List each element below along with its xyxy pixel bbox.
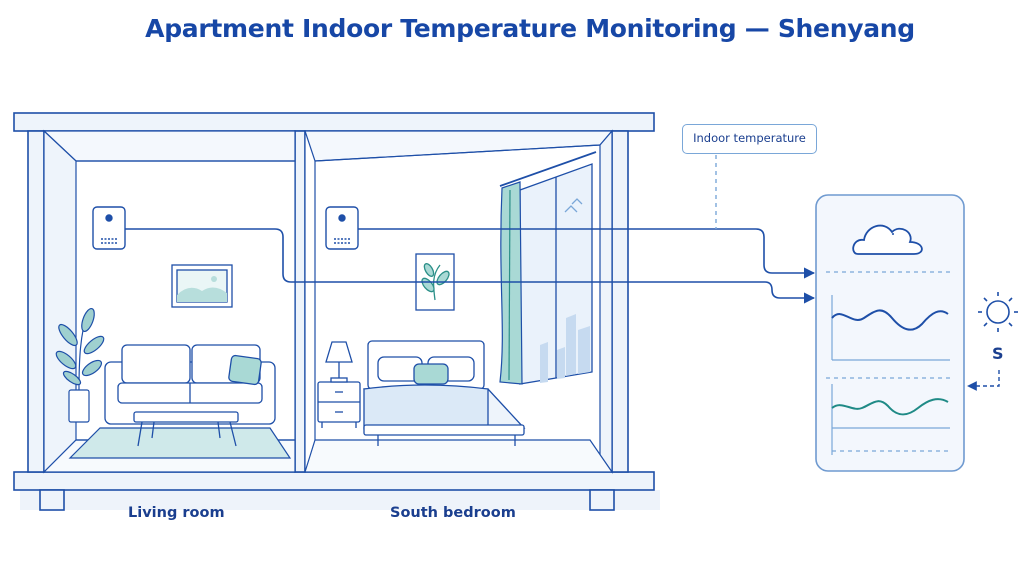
- plant: [55, 307, 105, 423]
- temperature-wave-bottom: [831, 398, 949, 416]
- living-room-label: Living room: [128, 505, 225, 521]
- bedroom-sensor: [325, 206, 359, 250]
- curtain: [499, 181, 523, 385]
- ground-shadow: [20, 490, 660, 510]
- lamp: [325, 341, 353, 383]
- indoor-temperature-callout: Indoor temperature: [682, 124, 817, 154]
- cloud-icon: [852, 224, 923, 255]
- window: [499, 151, 597, 385]
- sensor-connection-lines: [125, 228, 816, 304]
- living-room-picture: [171, 264, 233, 308]
- temperature-wave-top: [831, 309, 949, 331]
- sun-icon: [978, 292, 1018, 332]
- sun-marker-label: S: [992, 344, 1004, 363]
- living-room-sensor: [92, 206, 126, 250]
- page-title: Apartment Indoor Temperature Monitoring …: [145, 14, 915, 43]
- sofa: [104, 344, 276, 425]
- building-frame: [13, 112, 655, 511]
- sun-connector: [967, 370, 1000, 391]
- nightstand: [317, 381, 361, 428]
- south-bedroom-label: South bedroom: [390, 505, 516, 521]
- bed: [363, 340, 526, 446]
- monitoring-panel: [815, 194, 965, 472]
- coffee-table: [133, 411, 239, 447]
- rug: [68, 427, 292, 459]
